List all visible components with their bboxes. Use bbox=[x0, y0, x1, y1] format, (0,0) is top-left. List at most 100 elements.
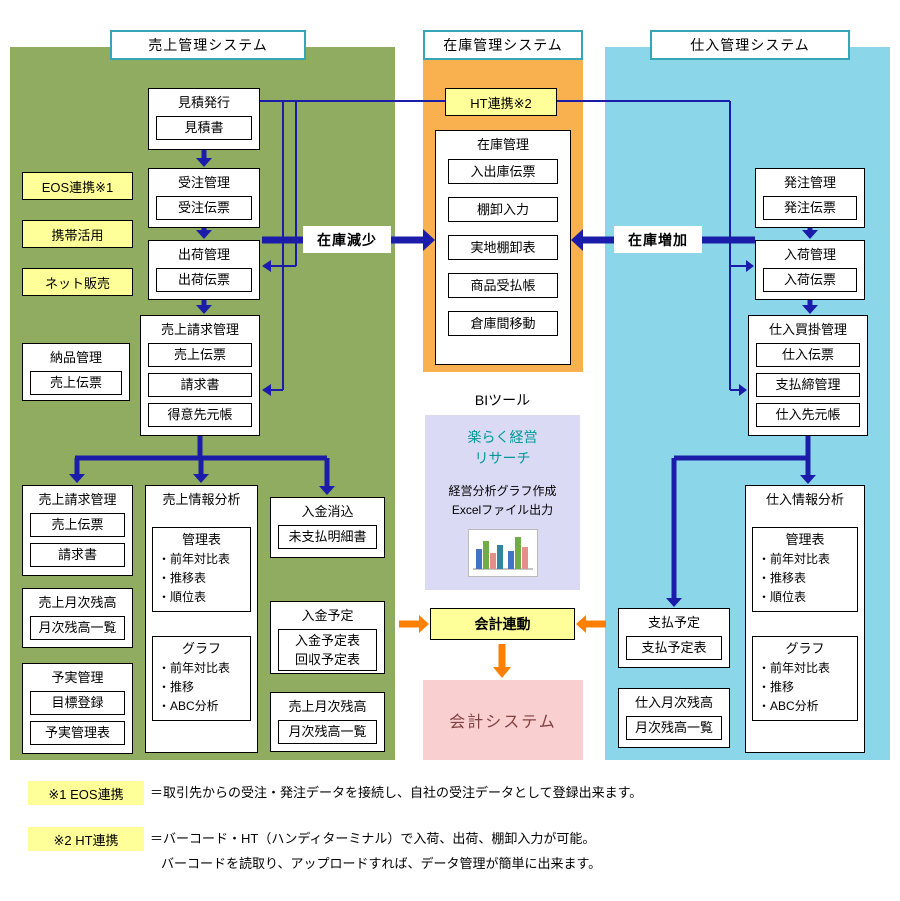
product-name-line: 楽らく経営 bbox=[467, 429, 538, 445]
doc-box: 受注伝票 bbox=[156, 196, 252, 220]
doc-box: 目標登録 bbox=[30, 691, 125, 715]
accounting-system-box: 会計システム bbox=[423, 680, 583, 760]
stock-increase-label: 在庫増加 bbox=[614, 226, 702, 253]
inventory-system-header: 在庫管理システム bbox=[423, 30, 583, 60]
doc-box: 得意先元帳 bbox=[148, 403, 252, 427]
list-item: ・順位表 bbox=[158, 590, 207, 604]
list-item: ・前年対比表 bbox=[758, 552, 831, 566]
payment-schedule-group: 支払予定 支払予定表 bbox=[618, 608, 730, 668]
group-title: 支払予定 bbox=[647, 615, 700, 630]
sales-system-header: 売上管理システム bbox=[110, 30, 306, 60]
management-table-box: 管理表 ・前年対比表 ・推移表 ・順位表 bbox=[152, 527, 251, 612]
group-title: 見積発行 bbox=[177, 95, 230, 110]
doc-box: 発注伝票 bbox=[763, 196, 857, 220]
note2-text-line2: バーコードを読取り、アップロードすれば、データ管理が簡単に出来ます。 bbox=[161, 856, 602, 871]
note1-tag: ※1 EOS連携 bbox=[28, 781, 144, 805]
group-title: 納品管理 bbox=[49, 350, 102, 365]
doc-box: 見積書 bbox=[156, 116, 252, 140]
quote-group: 見積発行 見積書 bbox=[148, 88, 260, 150]
doc-box: 月次残高一覧 bbox=[278, 720, 377, 744]
bar-chart-icon bbox=[467, 529, 538, 577]
doc-box: 月次残高一覧 bbox=[626, 716, 722, 740]
group-title: 入金予定 bbox=[301, 608, 354, 623]
doc-box: 出荷伝票 bbox=[156, 268, 252, 292]
doc-box: 商品受払帳 bbox=[448, 273, 558, 298]
list-item: ・前年対比表 bbox=[158, 661, 231, 675]
doc-line: 入金予定表 bbox=[294, 633, 360, 648]
group-title: 出荷管理 bbox=[177, 247, 230, 262]
group-title: 仕入買掛管理 bbox=[768, 322, 847, 337]
net-sales-tag: ネット販売 bbox=[22, 268, 133, 296]
list-item: ・推移 bbox=[758, 680, 795, 694]
doc-box: 棚卸入力 bbox=[448, 197, 558, 222]
doc-box: 実地棚卸表 bbox=[448, 235, 558, 260]
doc-box: 入金予定表 回収予定表 bbox=[278, 629, 377, 671]
purchase-analysis-group: 仕入情報分析 管理表 ・前年対比表 ・推移表 ・順位表 グラフ ・前年対比表 ・… bbox=[745, 485, 865, 753]
list-title: 管理表 bbox=[181, 532, 221, 547]
doc-box: 入出庫伝票 bbox=[448, 159, 558, 184]
group-title: 発注管理 bbox=[783, 175, 836, 190]
note2-tag: ※2 HT連携 bbox=[28, 827, 144, 851]
shipping-group: 出荷管理 出荷伝票 bbox=[148, 240, 260, 300]
management-table-box: 管理表 ・前年対比表 ・推移表 ・順位表 bbox=[752, 527, 858, 612]
group-title: 仕入情報分析 bbox=[765, 492, 844, 507]
bi-tool-title: BIツール bbox=[425, 385, 580, 415]
doc-box: 予実管理表 bbox=[30, 721, 125, 745]
group-title: 売上情報分析 bbox=[162, 492, 241, 507]
list-title: グラフ bbox=[181, 641, 221, 656]
ht-link-tag: HT連携※2 bbox=[445, 88, 557, 116]
bi-description-line: Excelファイル出力 bbox=[451, 503, 554, 517]
doc-box: 請求書 bbox=[30, 543, 125, 567]
eos-link-tag: EOS連携※1 bbox=[22, 172, 133, 200]
doc-line: 回収予定表 bbox=[294, 652, 360, 667]
doc-box: 入荷伝票 bbox=[763, 268, 857, 292]
sales-monthly-balance-group: 売上月次残高 月次残高一覧 bbox=[22, 588, 133, 648]
group-title: 在庫管理 bbox=[476, 137, 529, 152]
group-title: 売上請求管理 bbox=[38, 492, 117, 507]
group-title: 入金消込 bbox=[301, 504, 354, 519]
delivery-group: 納品管理 売上伝票 bbox=[22, 343, 130, 401]
purchase-system-header: 仕入管理システム bbox=[650, 30, 850, 60]
stock-management-group: 在庫管理 入出庫伝票 棚卸入力 実地棚卸表 商品受払帳 倉庫間移動 bbox=[435, 130, 571, 365]
graph-box: グラフ ・前年対比表 ・推移 ・ABC分析 bbox=[752, 636, 858, 721]
order-group: 受注管理 受注伝票 bbox=[148, 168, 260, 228]
product-name-line: リサーチ bbox=[474, 450, 531, 466]
list-item: ・推移表 bbox=[158, 571, 207, 585]
doc-box: 売上伝票 bbox=[30, 513, 125, 537]
list-item: ・推移 bbox=[158, 680, 195, 694]
doc-box: 倉庫間移動 bbox=[448, 311, 558, 336]
group-title: 売上月次残高 bbox=[38, 595, 117, 610]
group-title: 売上請求管理 bbox=[160, 322, 239, 337]
list-item: ・前年対比表 bbox=[158, 552, 231, 566]
payable-management-group: 仕入買掛管理 仕入伝票 支払締管理 仕入先元帳 bbox=[748, 315, 868, 436]
note1-text: ＝取引先からの受注・発注データを接続し、自社の受注データとして登録出来ます。 bbox=[150, 785, 643, 800]
list-item: ・推移表 bbox=[758, 571, 807, 585]
sales-billing-group: 売上請求管理 売上伝票 請求書 得意先元帳 bbox=[140, 315, 260, 436]
orange-arrows bbox=[399, 615, 606, 678]
sales-billing-lower-group: 売上請求管理 売上伝票 請求書 bbox=[22, 485, 133, 576]
note2-text-line1: ＝バーコード・HT（ハンディターミナル）で入荷、出荷、棚卸入力が可能。 bbox=[150, 831, 596, 846]
arrival-group: 入荷管理 入荷伝票 bbox=[755, 240, 865, 300]
doc-box: 支払締管理 bbox=[756, 373, 860, 397]
list-item: ・前年対比表 bbox=[758, 661, 831, 675]
product-name: 楽らく経営 リサーチ bbox=[425, 427, 580, 469]
doc-box: 売上伝票 bbox=[148, 343, 252, 367]
doc-box: 仕入先元帳 bbox=[756, 403, 860, 427]
group-title: 予実管理 bbox=[51, 670, 104, 685]
plan-actual-group: 予実管理 目標登録 予実管理表 bbox=[22, 663, 133, 754]
sales-monthly-balance-group-2: 売上月次残高 月次残高一覧 bbox=[270, 692, 385, 752]
doc-box: 月次残高一覧 bbox=[30, 616, 125, 640]
doc-box: 仕入伝票 bbox=[756, 343, 860, 367]
doc-box: 請求書 bbox=[148, 373, 252, 397]
doc-box: 支払予定表 bbox=[626, 636, 722, 660]
stock-decrease-label: 在庫減少 bbox=[303, 226, 391, 253]
bi-description: 経営分析グラフ作成 Excelファイル出力 bbox=[425, 482, 580, 520]
deposit-schedule-group: 入金予定 入金予定表 回収予定表 bbox=[270, 601, 385, 674]
purchase-order-group: 発注管理 発注伝票 bbox=[755, 168, 865, 228]
deposit-clearing-group: 入金消込 未支払明細書 bbox=[270, 497, 385, 558]
bi-description-line: 経営分析グラフ作成 bbox=[448, 484, 557, 498]
group-title: 受注管理 bbox=[177, 175, 230, 190]
group-title: 仕入月次残高 bbox=[634, 695, 713, 710]
list-title: グラフ bbox=[785, 641, 825, 656]
